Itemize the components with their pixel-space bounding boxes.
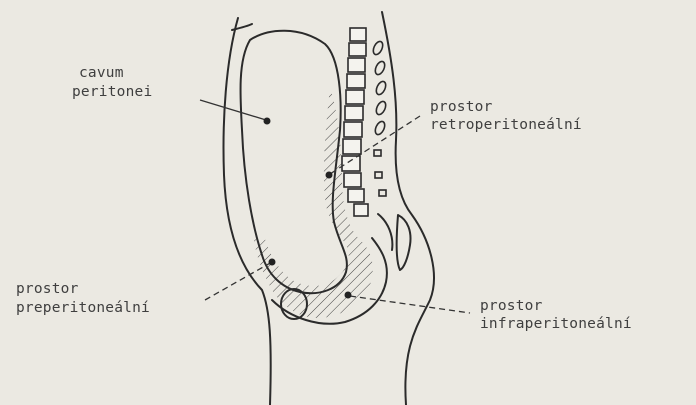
dot-retro xyxy=(326,172,333,179)
label-pre-line1: prostor xyxy=(16,281,79,298)
anterior-body-wall xyxy=(224,18,271,405)
label-pre-line2: preperitoneální xyxy=(16,300,150,317)
spinous-processes xyxy=(371,40,387,196)
posterior-body-wall xyxy=(382,12,434,405)
dot-infra xyxy=(345,292,352,299)
dot-cavum xyxy=(264,118,271,125)
sacrum-line xyxy=(378,214,392,250)
dot-pre xyxy=(269,259,276,266)
label-infra-line2: infraperitoneální xyxy=(480,316,632,333)
leader-pre xyxy=(205,262,272,300)
label-retro-line2: retroperitoneální xyxy=(430,117,582,134)
label-cavum-line2: peritonei xyxy=(72,84,152,101)
rectum-shape xyxy=(397,215,411,270)
label-infra-line1: prostor xyxy=(480,298,543,315)
leader-cavum xyxy=(200,100,266,120)
vertebral-column xyxy=(342,28,368,216)
label-cavum-line1: cavum xyxy=(79,65,124,82)
label-retro-line1: prostor xyxy=(430,99,493,116)
